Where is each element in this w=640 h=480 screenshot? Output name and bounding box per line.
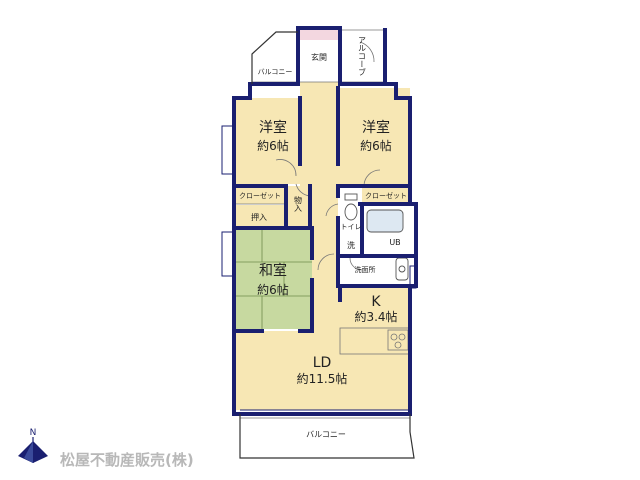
kitchen-size: 約3.4帖 bbox=[354, 309, 397, 324]
bathtub-icon bbox=[366, 209, 404, 233]
ld-name: LD bbox=[313, 355, 332, 371]
washroom-label: 洗面所 bbox=[355, 265, 376, 274]
balcony-bottom-label: バルコニー bbox=[306, 430, 346, 439]
ld-size: 約11.5帖 bbox=[297, 371, 348, 386]
walls bbox=[232, 26, 418, 416]
fixtures bbox=[344, 193, 409, 281]
western-right-floor bbox=[338, 88, 410, 184]
toilet-icon bbox=[344, 203, 358, 221]
ld-floor bbox=[234, 284, 410, 410]
alcove-floor bbox=[340, 30, 385, 82]
western-left-size: 約6帖 bbox=[257, 138, 289, 153]
storage-label: 物入 bbox=[294, 195, 303, 212]
japanese-size: 約6帖 bbox=[257, 282, 289, 297]
closet-right-label: クローゼット bbox=[365, 191, 407, 200]
compass-icon: N bbox=[18, 428, 48, 463]
company-name: 松屋不動産販売(株) bbox=[60, 451, 194, 469]
unitbath-label: UB bbox=[389, 238, 400, 247]
balcony-top-outline bbox=[251, 31, 298, 84]
storage-floor bbox=[288, 186, 310, 226]
japanese-name: 和室 bbox=[259, 262, 287, 279]
western-right-size: 約6帖 bbox=[360, 138, 392, 153]
western-right-name: 洋室 bbox=[362, 119, 390, 136]
alcove-label: アルコーブ bbox=[358, 36, 367, 76]
western-left-floor bbox=[234, 98, 300, 184]
windows bbox=[221, 125, 417, 411]
western-left-name: 洋室 bbox=[259, 119, 287, 136]
tatami-lines bbox=[234, 229, 312, 329]
oshiire-label: 押入 bbox=[251, 212, 267, 222]
closet-right-floor bbox=[362, 186, 410, 204]
wash-label: 洗 bbox=[347, 240, 355, 250]
entrance-label: 玄関 bbox=[311, 52, 327, 62]
oshiire-floor bbox=[234, 205, 286, 227]
closet-left-floor bbox=[234, 186, 286, 204]
closet-left-label: クローゼット bbox=[239, 191, 281, 200]
japanese-floor bbox=[234, 229, 312, 329]
entrance-mat bbox=[299, 30, 339, 40]
compass-north-label: N bbox=[30, 428, 37, 438]
balcony-bottom-floor bbox=[240, 412, 414, 458]
wash-floor bbox=[340, 233, 362, 255]
kitchen-floor bbox=[340, 286, 410, 356]
balcony-top-label: バルコニー bbox=[258, 68, 293, 76]
balcony-bottom-outline bbox=[239, 414, 415, 459]
toilet-label: トイレ bbox=[341, 223, 362, 231]
kitchen-name: K bbox=[371, 294, 381, 310]
